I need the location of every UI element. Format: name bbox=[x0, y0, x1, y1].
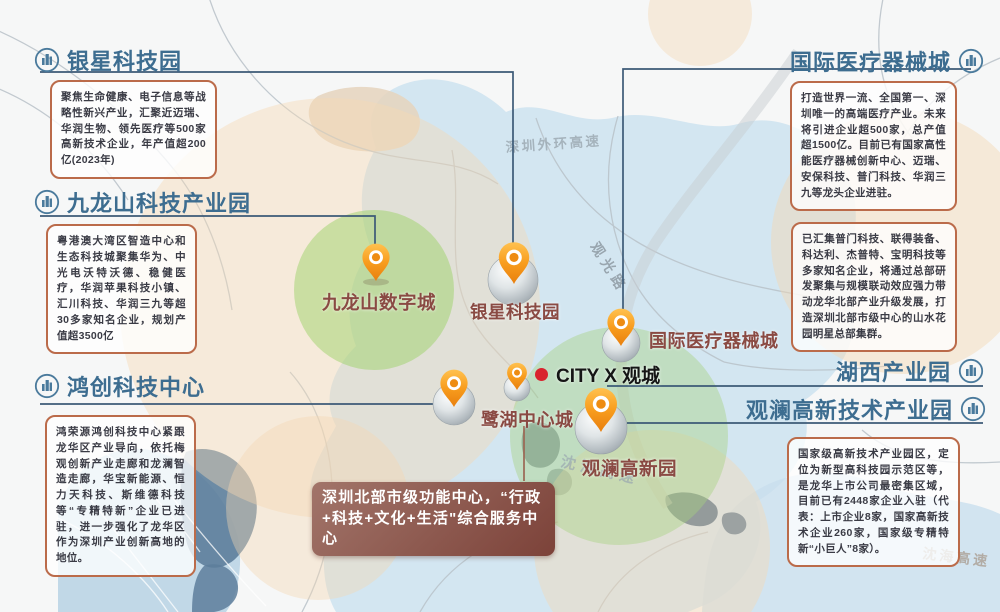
title-text: 九龙山科技产业园 bbox=[67, 191, 252, 216]
panel-title-intl-medical-device-city: 国际医疗器械城 bbox=[790, 45, 984, 77]
panel-title-guanlan-hitech-industrial-park: 观澜高新技术产业园 bbox=[746, 393, 986, 425]
panel-title-huxi-industrial-park: 湖西产业园 bbox=[836, 355, 984, 387]
map-label-yinxing-tech-park: 银星科技园 bbox=[470, 302, 560, 322]
map-label-jiulongshan-digital-city: 九龙山数字城 bbox=[322, 292, 437, 313]
banner-line-2: +科技+文化+生活"综合服务中心 bbox=[322, 509, 539, 548]
building-icon bbox=[34, 189, 60, 215]
building-icon bbox=[958, 48, 984, 74]
zone-circle-green-jiulongshan bbox=[294, 210, 454, 370]
city-x-marker: CITY X 观城 bbox=[535, 361, 660, 388]
connector-jiulongshan bbox=[40, 215, 376, 250]
building-icon bbox=[34, 47, 60, 73]
highway-band bbox=[615, 48, 803, 510]
road-label-outer-ring-expressway: 深圳外环高速 bbox=[505, 132, 602, 155]
zone-circle-peach-top bbox=[648, 0, 752, 66]
map-label-guanlan-hitech-park: 观澜高新园 bbox=[582, 458, 678, 479]
building-icon bbox=[958, 358, 984, 384]
navy-patch-2 bbox=[721, 512, 747, 535]
river-patch-2 bbox=[192, 564, 239, 612]
connector-intl-medical bbox=[622, 68, 971, 336]
red-dot-icon bbox=[535, 368, 548, 381]
city-x-label: CITY X 观城 bbox=[556, 366, 661, 387]
navy-patch bbox=[665, 492, 718, 527]
note-intl-medical-device-city: 打造世界一流、全国第一、深圳唯一的高端医疗产业。未来将引进企业超500家，总产值… bbox=[790, 81, 957, 212]
district-landmass bbox=[310, 79, 856, 612]
banner-line-1: 深圳北部市级功能中心，“行政 bbox=[322, 489, 542, 506]
function-center-banner: 深圳北部市级功能中心，“行政 +科技+文化+生活"综合服务中心 bbox=[312, 482, 555, 557]
center-dark-patch bbox=[521, 422, 560, 468]
tan-urban-patch bbox=[308, 86, 420, 152]
note-guanlan-hitech-industrial-park: 国家级高新技术产业园区，定位为新型高科技园示范区等，是龙华上市公司最密集区域，目… bbox=[787, 437, 960, 568]
note-jiulongshan-tech-park: 粤港澳大湾区智造中心和生态科技城聚集华为、中光电沃特沃德、稳健医疗，华润苹果科技… bbox=[46, 224, 197, 355]
map-label-intl-medical-device-city: 国际医疗器械城 bbox=[649, 331, 779, 351]
title-text: 银星科技园 bbox=[67, 49, 183, 74]
panel-title-hongchuang-tech-center: 鸿创科技中心 bbox=[34, 370, 205, 402]
title-text: 鸿创科技中心 bbox=[67, 375, 206, 400]
title-text: 观澜高新技术产业园 bbox=[745, 398, 953, 423]
building-icon bbox=[34, 373, 60, 399]
map-label-luhu-central-city: 鹭湖中心城 bbox=[481, 410, 574, 430]
building-icon bbox=[960, 396, 986, 422]
note-yinxing-tech-park: 聚焦生命健康、电子信息等战略性新兴产业，汇聚近迈瑞、华润生物、领先医疗等500家… bbox=[50, 80, 217, 179]
note-hongchuang-tech-center: 鸿荣源鸿创科技中心紧跟龙华区产业导向，依托梅观创新产业走廊和龙澜智造走廊，华宝新… bbox=[45, 415, 196, 577]
title-text: 国际医疗器械城 bbox=[789, 50, 951, 75]
connector-lines bbox=[40, 68, 983, 424]
river-patch bbox=[180, 449, 257, 568]
panel-title-yinxing-tech-park: 银星科技园 bbox=[34, 44, 182, 76]
note-huxi-industrial-park: 已汇集普门科技、联得装备、科达利、杰普特、宝明科技等多家知名企业，将通过总部研发… bbox=[791, 222, 957, 353]
connector-yinxing bbox=[40, 71, 514, 246]
title-text: 湖西产业园 bbox=[835, 360, 951, 385]
panel-title-jiulongshan-tech-park: 九龙山科技产业园 bbox=[34, 186, 251, 218]
zone-circle-peach-bottom-center bbox=[534, 430, 770, 612]
pin-shadow-jiulongshan bbox=[363, 278, 389, 286]
